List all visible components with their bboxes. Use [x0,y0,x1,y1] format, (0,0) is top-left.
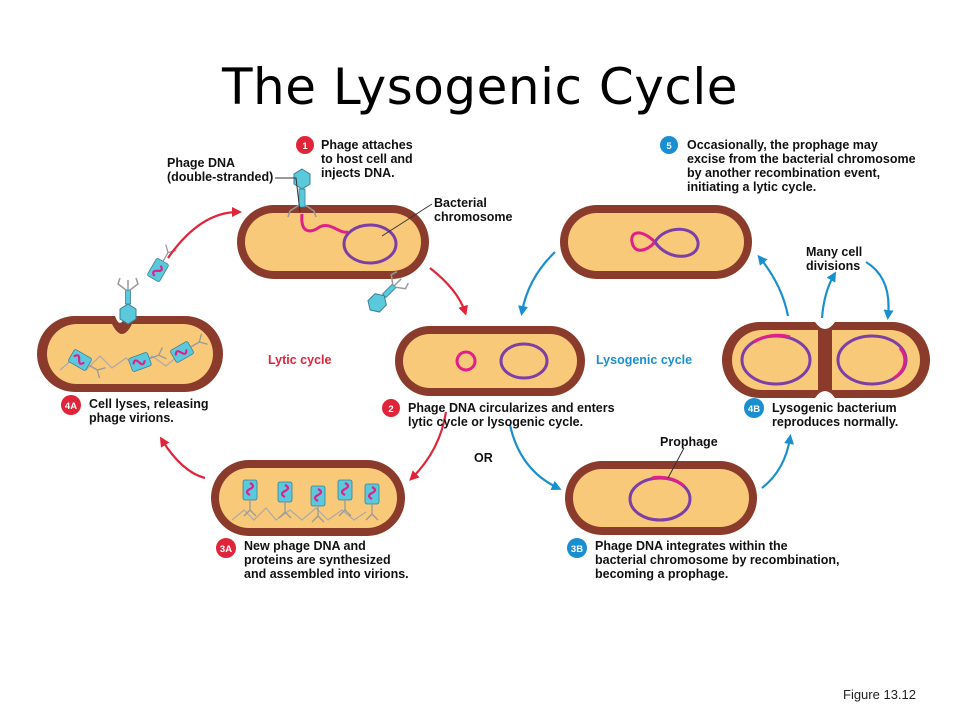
pointer-lines [275,177,685,479]
cell-circularized [395,326,585,396]
svg-text:1: 1 [302,141,308,152]
phage-dna-label: Phage DNA(double-stranded) [167,156,273,184]
prophage-label: Prophage [660,435,718,449]
svg-text:5: 5 [666,141,672,152]
cell-excision [560,205,752,279]
attaching-phage-icon [287,168,317,218]
svg-text:4A: 4A [65,401,77,412]
free-phage-icon [145,242,179,284]
cell-synthesis [211,460,405,536]
figure-reference: Figure 13.12 [843,687,916,702]
cell-dividing [722,322,930,398]
cycle-arrows [159,207,894,490]
svg-text:2: 2 [388,404,393,415]
svg-text:3B: 3B [571,544,583,555]
svg-text:3A: 3A [220,544,232,555]
cell-prophage [565,461,757,535]
or-label: OR [474,451,493,465]
cell-lysing [37,316,223,392]
escaping-phage-icon [117,277,139,325]
lysogenic-cycle-label: Lysogenic cycle [596,353,692,367]
slide-title: The Lysogenic Cycle [222,58,738,116]
svg-text:Phage DNA integrates within th: Phage DNA integrates within thebacterial… [595,539,840,581]
cell-attach [237,205,429,279]
svg-text:4B: 4B [748,404,760,415]
lytic-cycle-label: Lytic cycle [268,353,332,367]
